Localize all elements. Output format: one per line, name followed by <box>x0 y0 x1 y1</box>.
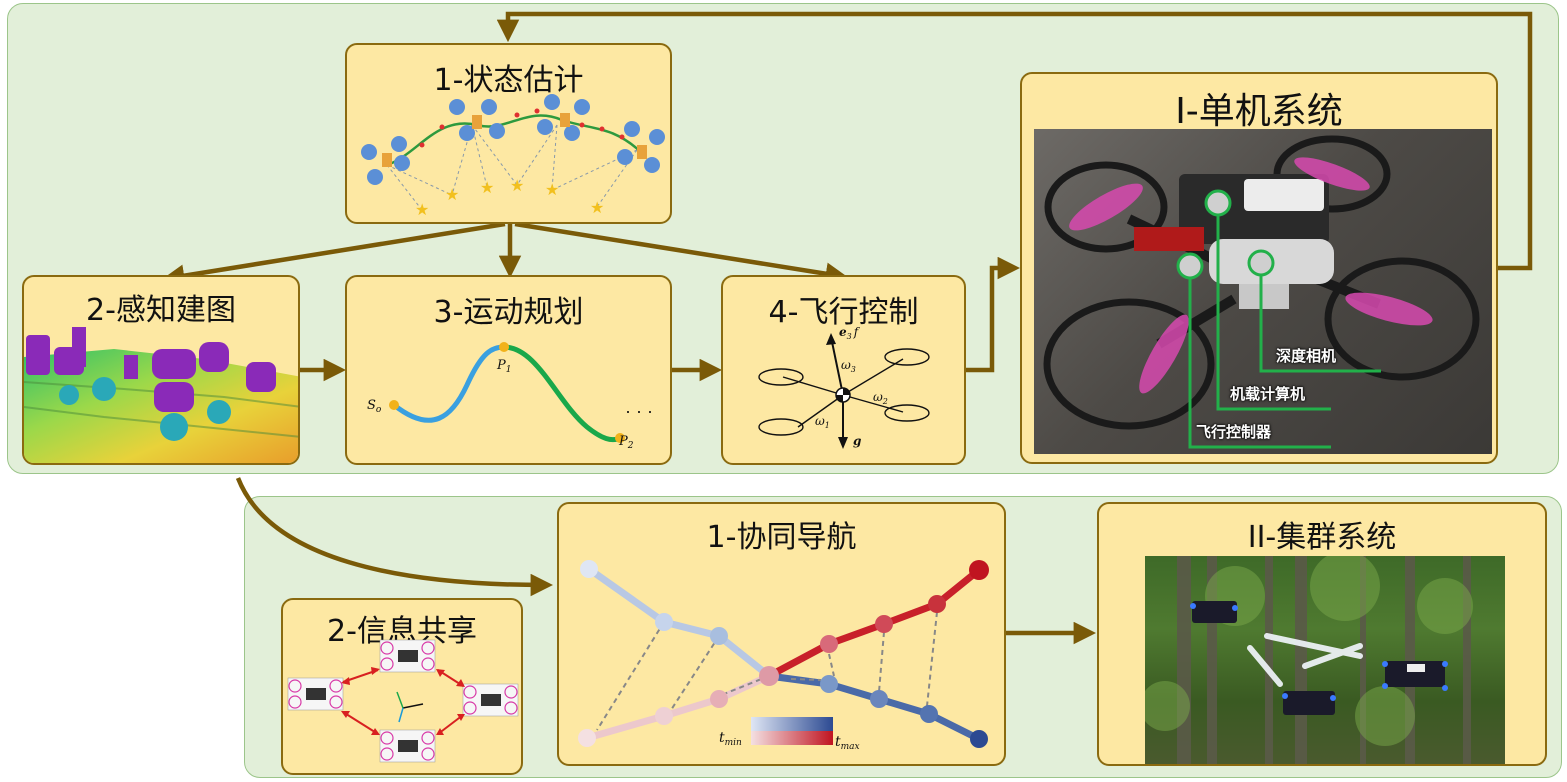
svg-text:★: ★ <box>510 178 524 195</box>
colorbar-top <box>751 717 833 731</box>
svg-text:e3f: e3f <box>839 325 861 341</box>
voxel-map-illustration <box>24 327 298 463</box>
ellipsis-label: · · · <box>625 401 653 421</box>
svg-text:★: ★ <box>480 180 494 197</box>
cooperative-paths-illustration: tmin tmax <box>578 560 989 752</box>
motion-planning-title: 3-运动规划 <box>433 295 584 330</box>
perception-mapping-title: 2-感知建图 <box>86 293 236 328</box>
perception-mapping-box: 2-感知建图 <box>22 275 300 465</box>
trajectory-illustration: So P1 P2 · · · <box>367 342 653 451</box>
svg-text:ω2: ω2 <box>873 390 888 406</box>
onboard-computer-label: 机载计算机 <box>1230 385 1306 403</box>
p2-label: P2 <box>618 434 634 451</box>
state-estimation-title: 1-状态估计 <box>433 63 584 98</box>
arrow-feedback-loop <box>496 11 1533 271</box>
svg-text:★: ★ <box>590 200 604 217</box>
arrow-estimation-to-mapping <box>162 221 506 287</box>
info-sharing-box: 2-信息共享 <box>281 598 523 775</box>
colorbar-max-label: tmax <box>835 734 860 752</box>
cooperative-navigation-box: 1-协同导航 tmi <box>557 502 1006 766</box>
swarm-system-title: II-集群系统 <box>1247 520 1397 555</box>
svg-text:★: ★ <box>545 182 559 199</box>
svg-text:★: ★ <box>445 187 459 204</box>
flight-control-title: 4-飞行控制 <box>768 295 919 330</box>
svg-text:ω3: ω3 <box>841 358 856 374</box>
swarm-system-box: II-集群系统 <box>1097 502 1547 766</box>
state-estimation-box: 1-状态估计 ★ ★ ★ ★ ★ ★ <box>345 43 672 224</box>
svg-text:g: g <box>853 434 861 448</box>
arrow-mapping-to-cooperative <box>235 477 554 597</box>
single-system-title: I-单机系统 <box>1175 91 1343 132</box>
svg-text:ω1: ω1 <box>815 414 830 430</box>
p1-label: P1 <box>496 358 511 375</box>
start-label: So <box>367 398 382 415</box>
state-estimation-illustration: ★ ★ ★ ★ ★ ★ <box>361 94 665 219</box>
info-sharing-illustration <box>287 639 519 763</box>
colorbar-min-label: tmin <box>719 730 742 748</box>
motion-planning-box: 3-运动规划 So P1 P2 · · · <box>345 275 672 465</box>
flight-controller-label: 飞行控制器 <box>1196 423 1272 441</box>
single-system-box: I-单机系统 <box>1020 72 1498 464</box>
drone-photo: 深度相机 机载计算机 飞行控制器 <box>1034 129 1492 454</box>
swarm-photo-illustration <box>1145 556 1473 764</box>
arrow-estimation-to-control <box>514 221 848 285</box>
swarm-forest-photo <box>1145 556 1505 764</box>
depth-camera-label: 深度相机 <box>1276 347 1337 365</box>
svg-text:★: ★ <box>415 202 429 219</box>
arrow-control-to-single <box>965 256 1021 373</box>
cooperative-navigation-title: 1-协同导航 <box>706 520 857 555</box>
colorbar-bottom <box>751 731 833 745</box>
drone-photo-illustration <box>1043 135 1480 449</box>
